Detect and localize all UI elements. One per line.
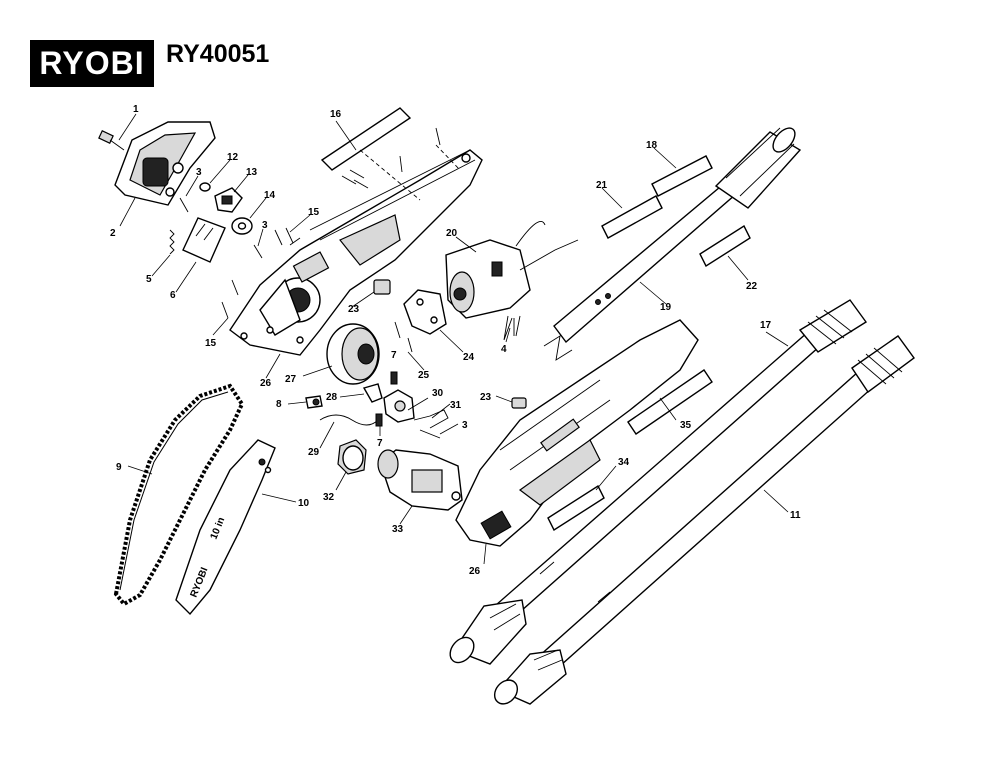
label-4: 4: [501, 344, 507, 355]
label-1: 1: [133, 104, 139, 115]
label-15-upper: 15: [308, 207, 320, 218]
part-27-sprocket: [326, 323, 380, 385]
label-35: 35: [680, 420, 692, 431]
part-15-screws-lower: [221, 279, 239, 319]
registered-mark: ®: [146, 74, 152, 81]
label-25: 25: [418, 370, 430, 381]
label-6: 6: [170, 290, 176, 301]
label-9: 9: [116, 462, 122, 473]
part-24-bracket: [403, 289, 447, 335]
part-10-guide-bar: 10 in RYOBI: [175, 439, 276, 616]
part-19-pole-tube: [543, 127, 802, 361]
label-23-upper: 23: [348, 304, 360, 315]
part-1-screw: [98, 130, 125, 151]
part-31-linkage: [413, 409, 449, 429]
document-header: RYOBI ® RY40051: [0, 0, 1000, 100]
label-30: 30: [432, 388, 444, 399]
logo-text: RYOBI: [39, 45, 145, 81]
part-3-bolt-upper: [179, 197, 189, 213]
part-29-oil-tube: [319, 414, 379, 426]
label-21: 21: [596, 180, 608, 191]
label-32: 32: [323, 492, 335, 503]
label-7-upper: 7: [391, 350, 397, 361]
label-26-lower: 26: [469, 566, 481, 577]
part-15-screws-upper: [274, 227, 301, 246]
part-32-oil-cap: [337, 439, 367, 475]
label-8: 8: [276, 399, 282, 410]
part-11-extension-pole: [493, 335, 915, 705]
part-22-label: [699, 224, 751, 268]
part-30-oil-pump: [383, 389, 415, 423]
label-27: 27: [285, 374, 297, 385]
label-28: 28: [326, 392, 338, 403]
part-6-plate: [182, 217, 226, 263]
label-22: 22: [746, 281, 758, 292]
label-15-lower: 15: [205, 338, 217, 349]
label-26-upper: 26: [260, 378, 272, 389]
part-26-housing-assembled: [455, 319, 699, 547]
part-23-bushing-lower: [511, 397, 527, 409]
housing-screws: [341, 127, 441, 189]
part-34-label: [547, 484, 605, 532]
label-34: 34: [618, 457, 630, 468]
part-5-spring: [169, 229, 175, 255]
part-14-washer: [231, 217, 253, 235]
label-23-lower: 23: [480, 392, 492, 403]
label-13: 13: [246, 167, 258, 178]
part-7-clip-upper: [390, 371, 398, 385]
label-12: 12: [227, 152, 239, 163]
part-18-label: [651, 155, 713, 197]
label-14: 14: [264, 190, 276, 201]
label-3-mid: 3: [262, 220, 268, 231]
part-28-fitting: [362, 383, 383, 403]
part-8-clip: [305, 395, 323, 409]
part-17-extension-pole: [449, 299, 868, 665]
ryobi-logo: RYOBI: [30, 40, 154, 87]
label-2: 2: [110, 228, 116, 239]
label-18: 18: [646, 140, 658, 151]
part-23-bushing-upper: [373, 279, 391, 295]
part-33-oil-reservoir: [377, 449, 463, 511]
part-26-housing-left: [229, 149, 483, 356]
label-29: 29: [308, 447, 320, 458]
part-25-screws: [394, 321, 413, 353]
label-17: 17: [760, 320, 772, 331]
label-31: 31: [450, 400, 462, 411]
model-number: RY40051: [166, 40, 270, 68]
label-24: 24: [463, 352, 475, 363]
part-7-clip-lower: [375, 413, 383, 427]
label-33: 33: [392, 524, 404, 535]
part-21-label: [601, 195, 663, 239]
label-7-lower: 7: [377, 438, 383, 449]
label-20: 20: [446, 228, 458, 239]
label-10: 10: [298, 498, 310, 509]
part-2-sprocket-cover: [114, 121, 216, 206]
part-12-clip-ring: [199, 182, 211, 192]
part-35-label: [627, 369, 713, 435]
label-3-upper: 3: [196, 167, 202, 178]
part-16-label: [320, 107, 412, 171]
label-11: 11: [790, 510, 801, 521]
label-5: 5: [146, 274, 152, 285]
part-3-pin-mid: [253, 244, 263, 259]
part-4-contacts: [503, 315, 521, 341]
part-3-pin-lower: [419, 429, 441, 439]
label-3-lower: 3: [462, 420, 468, 431]
part-9-saw-chain: [113, 383, 245, 607]
label-16: 16: [330, 109, 342, 120]
part-13-adjuster: [214, 187, 243, 213]
label-19: 19: [660, 302, 672, 313]
part-20-motor: [445, 220, 579, 319]
